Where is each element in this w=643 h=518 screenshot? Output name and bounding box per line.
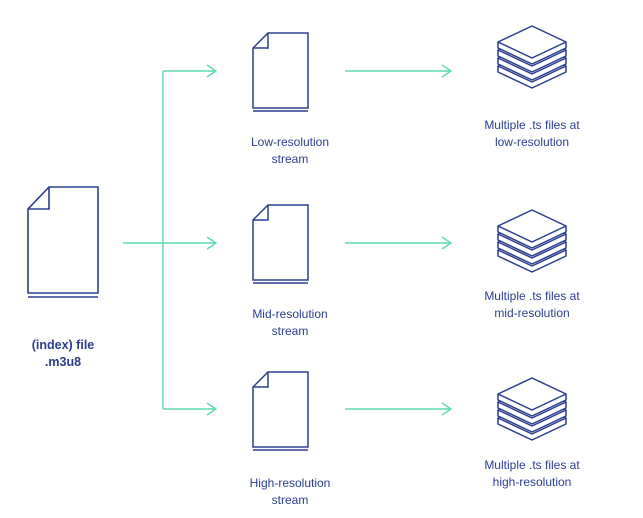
index-file-label: (index) file .m3u8 bbox=[18, 337, 108, 371]
stream-label-line2: stream bbox=[271, 324, 309, 338]
stream-label-low: Low-resolution stream bbox=[230, 134, 350, 168]
segments-label-line2: mid-resolution bbox=[494, 306, 570, 320]
layers-stack-icon bbox=[497, 209, 567, 273]
document-icon bbox=[252, 32, 309, 112]
segments-label-line1: Multiple .ts files at bbox=[484, 289, 580, 303]
branch-connectors bbox=[123, 64, 453, 416]
stream-label-line2: stream bbox=[271, 493, 309, 507]
layers-stack-icon bbox=[497, 377, 567, 441]
arrow-to-mid-stream bbox=[163, 236, 218, 250]
segments-label-line1: Multiple .ts files at bbox=[484, 458, 580, 472]
index-file-name: (index) file bbox=[31, 338, 95, 352]
arrow-mid-to-segments bbox=[345, 236, 453, 250]
index-trunk-line bbox=[123, 71, 164, 409]
arrow-to-low-stream bbox=[163, 64, 218, 78]
document-icon bbox=[27, 186, 99, 298]
arrow-low-to-segments bbox=[345, 64, 453, 78]
stream-label-line2: stream bbox=[271, 152, 309, 166]
index-file-extension: .m3u8 bbox=[44, 355, 82, 369]
arrow-to-high-stream bbox=[163, 402, 218, 416]
segments-label-line1: Multiple .ts files at bbox=[484, 118, 580, 132]
stream-label-line1: High-resolution bbox=[249, 476, 331, 490]
stream-label-line1: Low-resolution bbox=[250, 135, 330, 149]
stream-label-high: High-resolution stream bbox=[230, 475, 350, 509]
arrow-high-to-segments bbox=[345, 402, 453, 416]
layers-stack-icon bbox=[497, 25, 567, 89]
segments-label-line2: high-resolution bbox=[492, 475, 572, 489]
stream-label-line1: Mid-resolution bbox=[252, 307, 328, 321]
document-icon bbox=[252, 371, 309, 451]
stream-label-mid: Mid-resolution stream bbox=[230, 306, 350, 340]
segments-label-line2: low-resolution bbox=[494, 135, 570, 149]
segments-label-high: Multiple .ts files at high-resolution bbox=[462, 457, 602, 491]
document-icon bbox=[252, 204, 309, 284]
segments-label-low: Multiple .ts files at low-resolution bbox=[462, 117, 602, 151]
segments-label-mid: Multiple .ts files at mid-resolution bbox=[462, 288, 602, 322]
